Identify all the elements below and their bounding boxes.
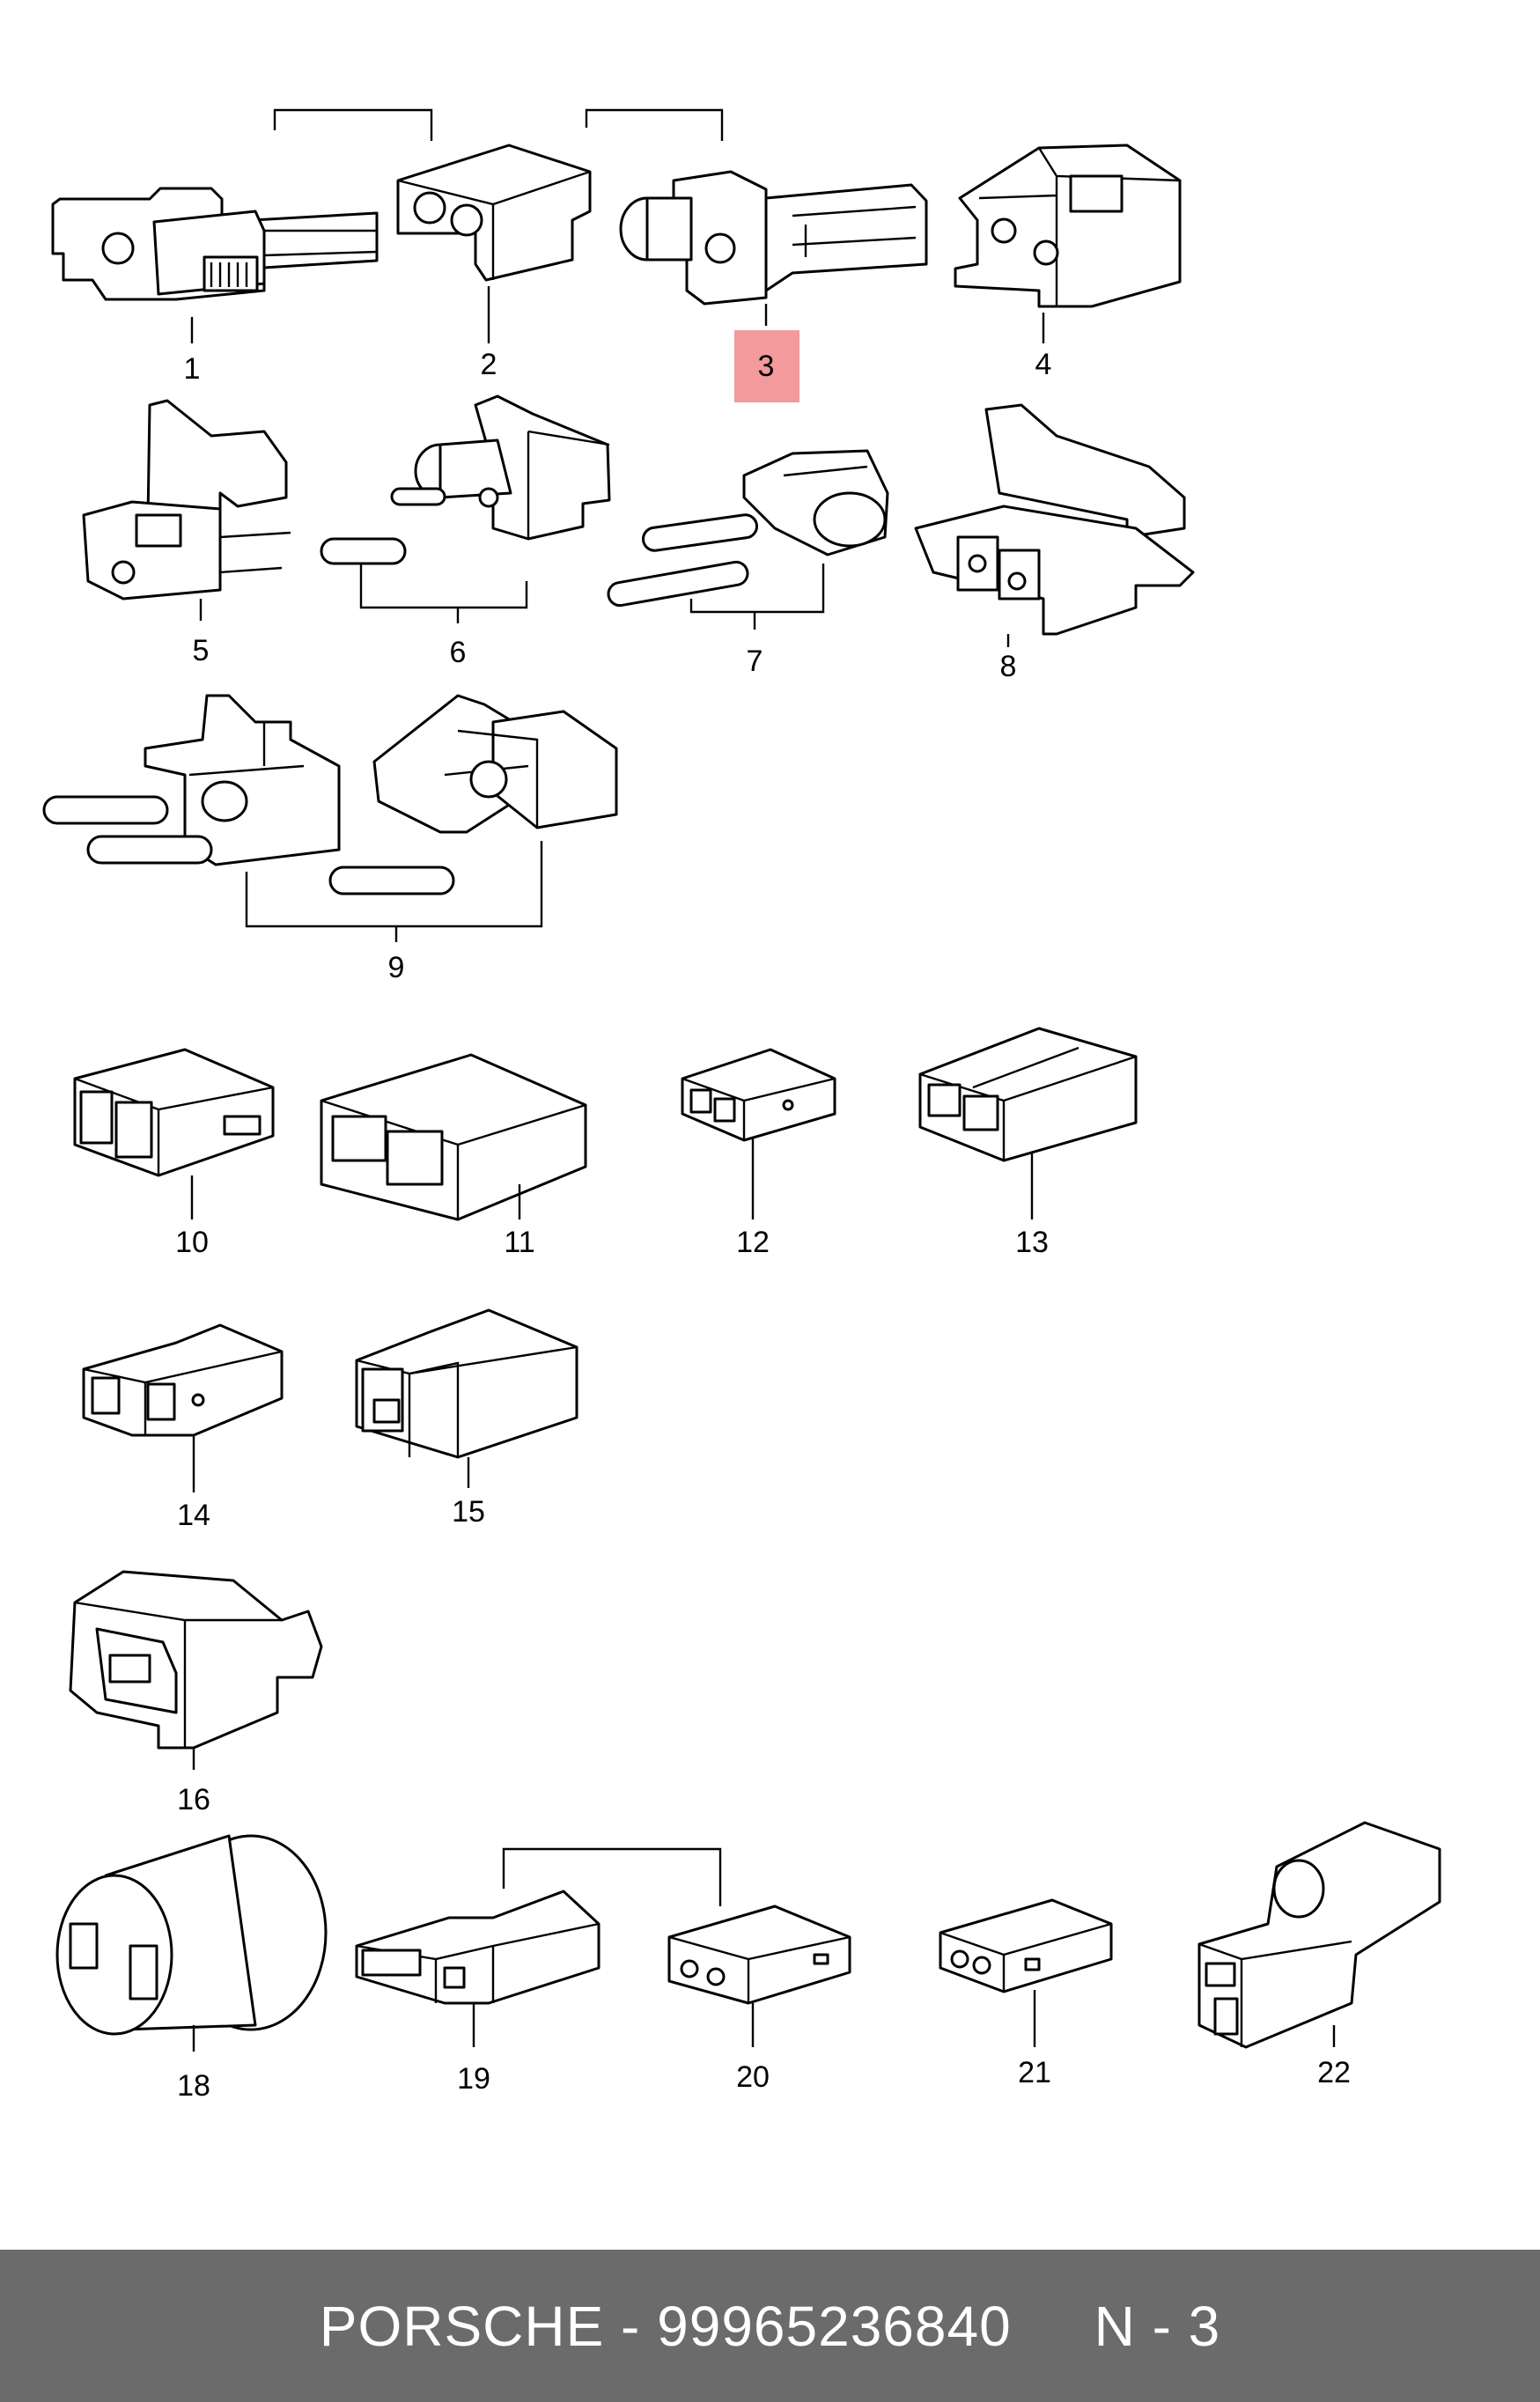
part-19-connector-housing [355, 1890, 601, 2005]
callout-5: 5 [193, 634, 210, 667]
part-21-connector-housing [939, 1898, 1113, 1993]
part-6-connector-and-pins [320, 394, 611, 565]
part-22-connector-housing [1197, 1821, 1441, 2049]
part-14-connector-housing [82, 1323, 284, 1437]
part-10-two-pin-housing [73, 1048, 275, 1177]
callout-9: 9 [388, 951, 405, 984]
callout-20: 20 [736, 2060, 770, 2094]
footer-part-number: PORSCHE - 99965236840 N - 3 [319, 2294, 1221, 2358]
callout-2: 2 [481, 348, 497, 381]
callout-10: 10 [175, 1226, 209, 1259]
part-3-connector-housing [619, 170, 928, 306]
callout-15: 15 [452, 1495, 485, 1529]
callout-14: 14 [177, 1499, 210, 1532]
part-2-connector-cover [396, 144, 592, 282]
part-4-connector-housing [954, 144, 1182, 308]
callout-12: 12 [736, 1226, 770, 1259]
callout-8: 8 [1000, 650, 1017, 683]
callout-22: 22 [1317, 2056, 1351, 2089]
part-16-connector-housing [69, 1570, 323, 1750]
callout-21: 21 [1018, 2056, 1051, 2089]
part-20-connector-housing [667, 1905, 851, 2005]
callout-7: 7 [747, 645, 763, 678]
part-18-round-connector [55, 1834, 328, 2036]
callout-6: 6 [450, 636, 467, 669]
callout-3-highlight [734, 330, 799, 402]
callout-16: 16 [177, 1783, 210, 1816]
part-9-connector-set [42, 694, 618, 895]
callout-18: 18 [177, 2069, 210, 2103]
callout-4: 4 [1035, 348, 1052, 381]
part-5-connector-housing [82, 399, 291, 600]
callout-13: 13 [1015, 1226, 1049, 1259]
footer-bar: PORSCHE - 99965236840 N - 3 [0, 2250, 1540, 2402]
part-13-two-pin-housing [918, 1027, 1138, 1162]
callout-1: 1 [184, 352, 201, 386]
part-15-connector-housing [355, 1308, 578, 1459]
part-8-connector-housing [914, 403, 1195, 636]
part-12-two-pin-housing [681, 1048, 836, 1142]
callout-3: 3 [758, 350, 775, 383]
part-1-connector-housing [51, 187, 379, 301]
part-11-two-pin-housing [320, 1053, 587, 1221]
part-7-connector-and-pins [607, 449, 889, 608]
callout-19: 19 [457, 2062, 490, 2096]
connector-parts-diagram: 1 2 3 4 5 [42, 108, 1441, 2103]
callout-11: 11 [504, 1226, 534, 1259]
